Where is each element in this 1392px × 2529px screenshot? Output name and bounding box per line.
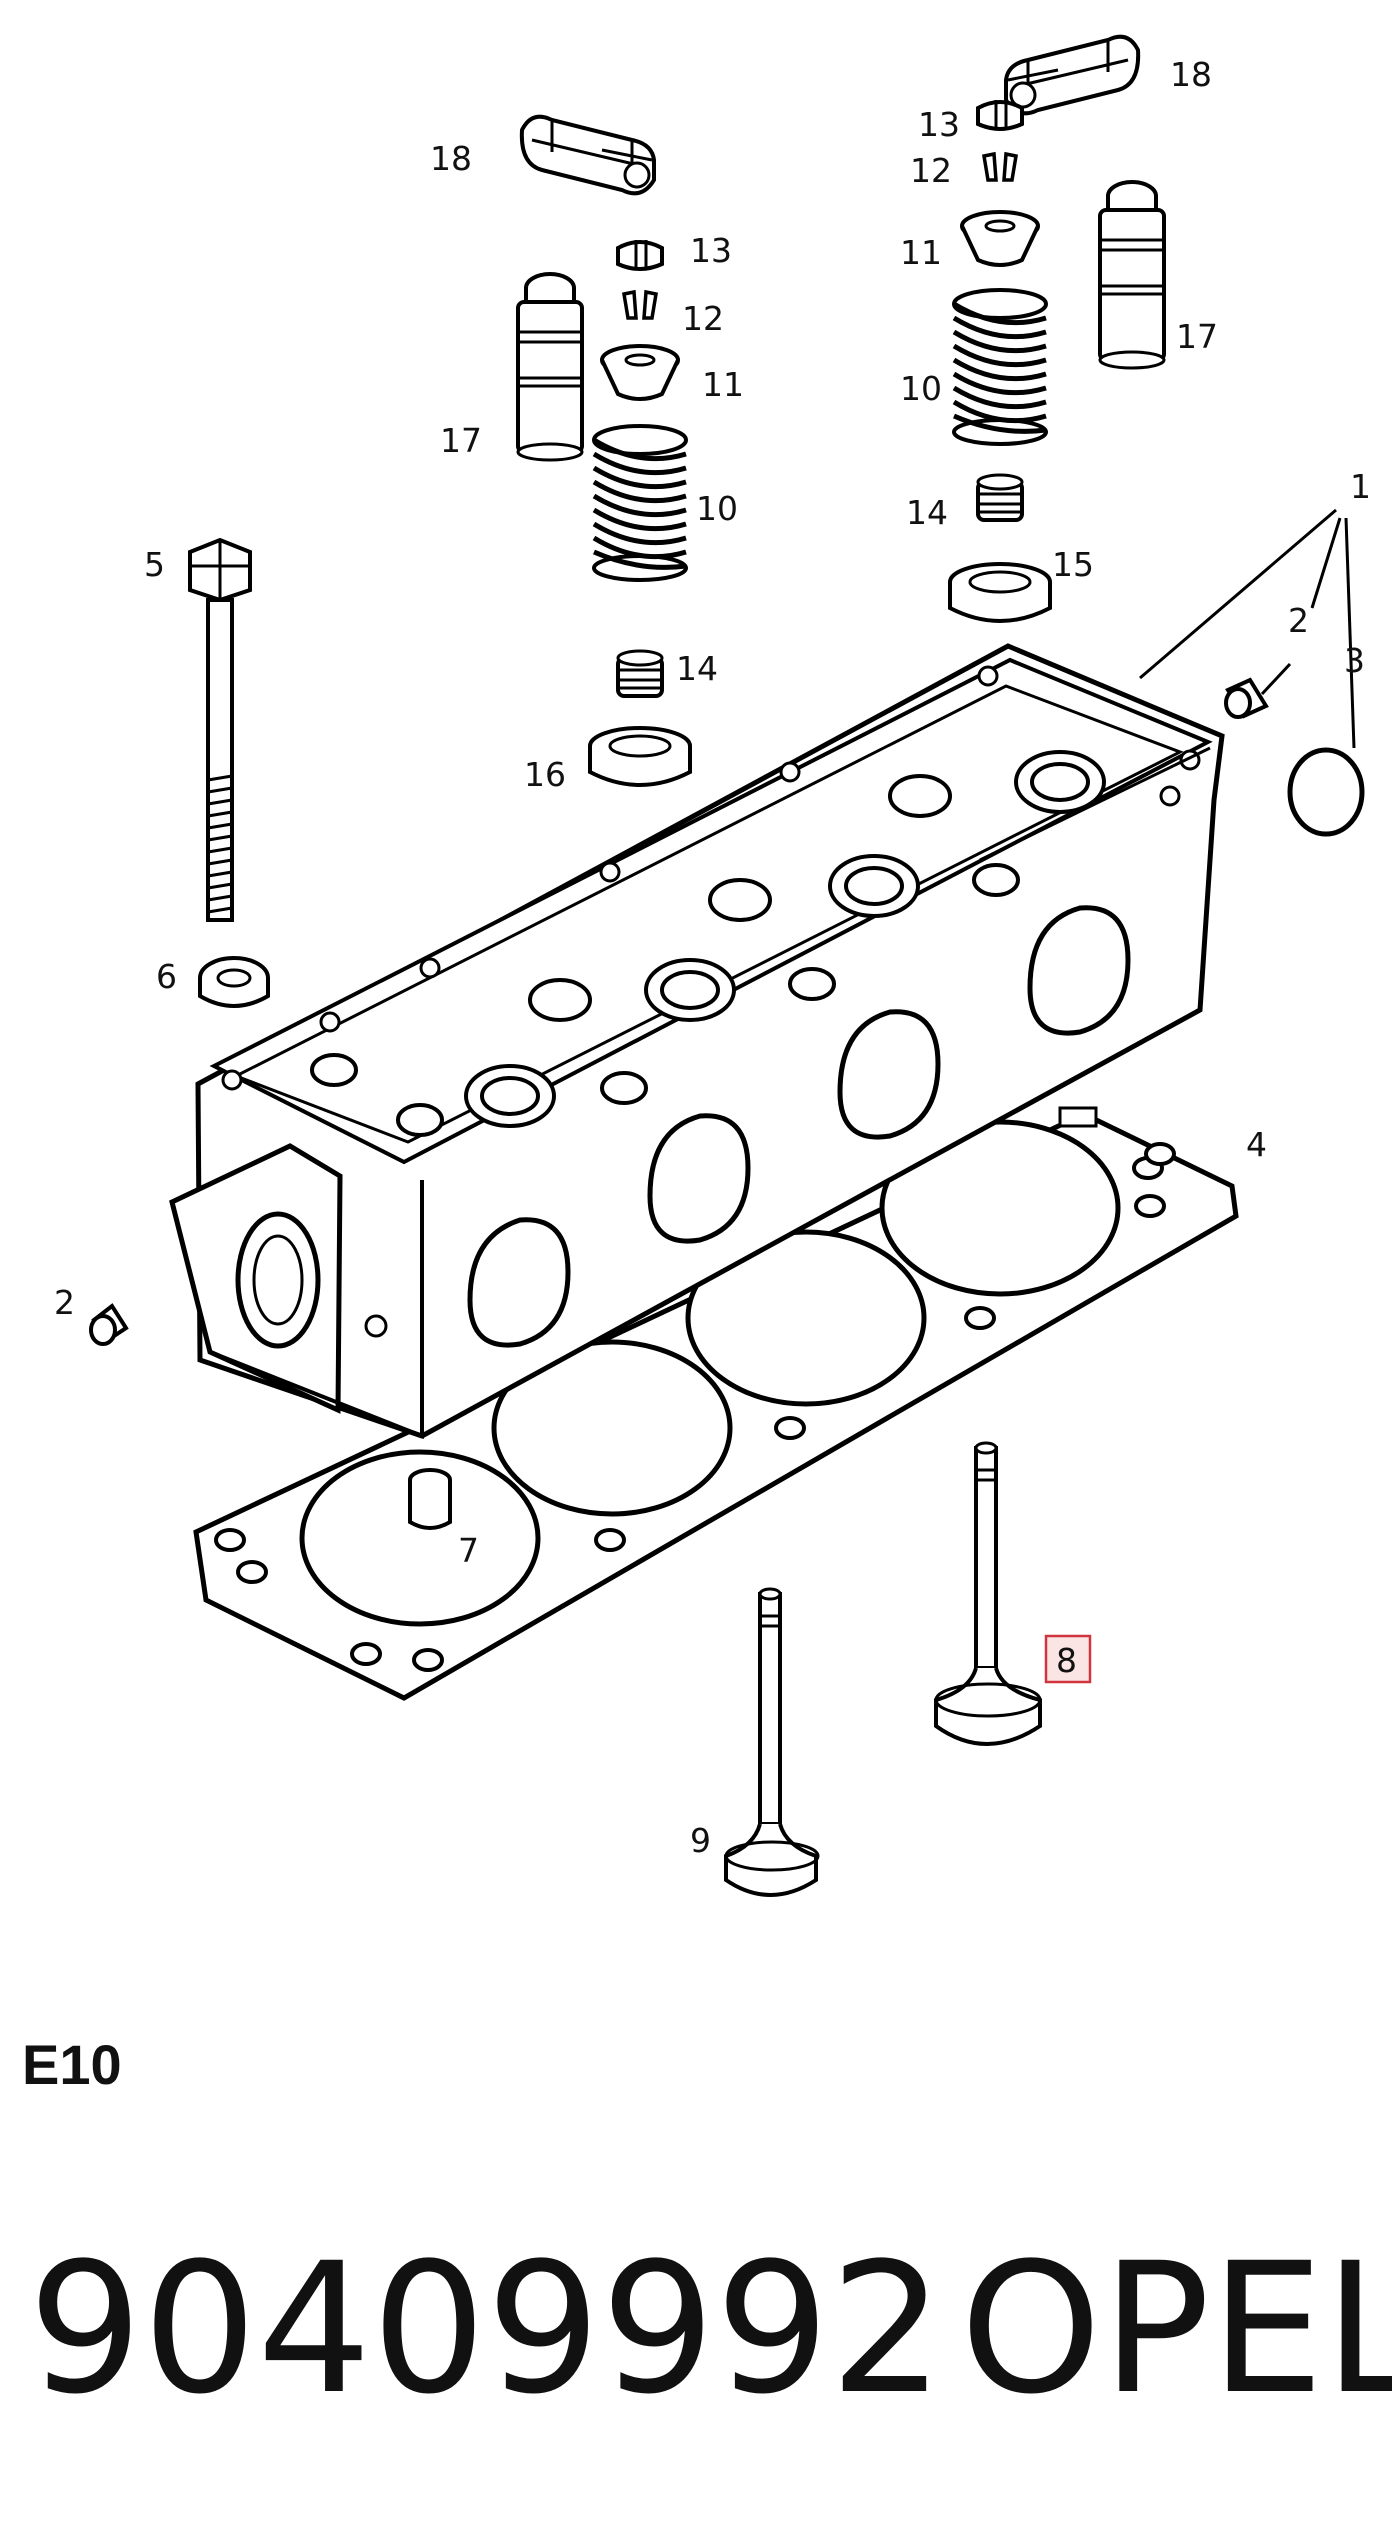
callout-10-right: 10 bbox=[900, 369, 942, 408]
callout-16: 16 bbox=[524, 755, 566, 794]
part-number: 90409992 bbox=[28, 2225, 945, 2434]
callout-7: 7 bbox=[458, 1531, 479, 1570]
callout-12-left: 12 bbox=[682, 299, 724, 338]
exhaust-valve bbox=[724, 1587, 820, 1897]
callout-18-right: 18 bbox=[1170, 55, 1212, 94]
valve-train-left bbox=[516, 114, 692, 787]
callout-labels: 1 2 3 4 5 2 6 7 8 9 10 10 11 11 12 12 13… bbox=[54, 55, 1371, 1860]
callout-4: 4 bbox=[1246, 1125, 1267, 1164]
callout-13-left: 13 bbox=[690, 231, 732, 270]
head-bolt bbox=[188, 537, 252, 922]
section-code: E10 bbox=[22, 2033, 122, 2096]
callout-15: 15 bbox=[1052, 545, 1094, 584]
callout-13-right: 13 bbox=[918, 105, 960, 144]
callout-1: 1 bbox=[1350, 467, 1371, 506]
callout-9: 9 bbox=[690, 1821, 711, 1860]
highlighted-callout-box bbox=[1044, 1634, 1092, 1684]
callout-17-left: 17 bbox=[440, 421, 482, 460]
washer bbox=[198, 956, 270, 1008]
valve-train-right bbox=[948, 34, 1166, 623]
callout-12-right: 12 bbox=[910, 151, 952, 190]
callout-6: 6 bbox=[156, 957, 177, 996]
dowel-sleeve bbox=[408, 1468, 452, 1530]
brand-name: OPEL bbox=[960, 2225, 1392, 2434]
callout-leaders bbox=[1139, 508, 1356, 749]
callout-18-left: 18 bbox=[430, 139, 472, 178]
callout-5: 5 bbox=[144, 545, 165, 584]
core-plug bbox=[1287, 747, 1365, 837]
callout-3: 3 bbox=[1344, 641, 1365, 680]
callout-11-right: 11 bbox=[900, 233, 942, 272]
callout-14-left: 14 bbox=[676, 649, 718, 688]
callout-14-right: 14 bbox=[906, 493, 948, 532]
head-gasket bbox=[193, 1106, 1239, 1701]
dowel-pin bbox=[89, 677, 1269, 1346]
callout-2-left: 2 bbox=[54, 1283, 75, 1322]
cylinder-head bbox=[169, 643, 1225, 1439]
callout-10-left: 10 bbox=[696, 489, 738, 528]
callout-11-left: 11 bbox=[702, 365, 744, 404]
intake-valve bbox=[934, 1441, 1042, 1746]
callout-8: 8 bbox=[1056, 1641, 1077, 1680]
callout-2-right: 2 bbox=[1288, 601, 1309, 640]
callout-17-right: 17 bbox=[1176, 317, 1218, 356]
